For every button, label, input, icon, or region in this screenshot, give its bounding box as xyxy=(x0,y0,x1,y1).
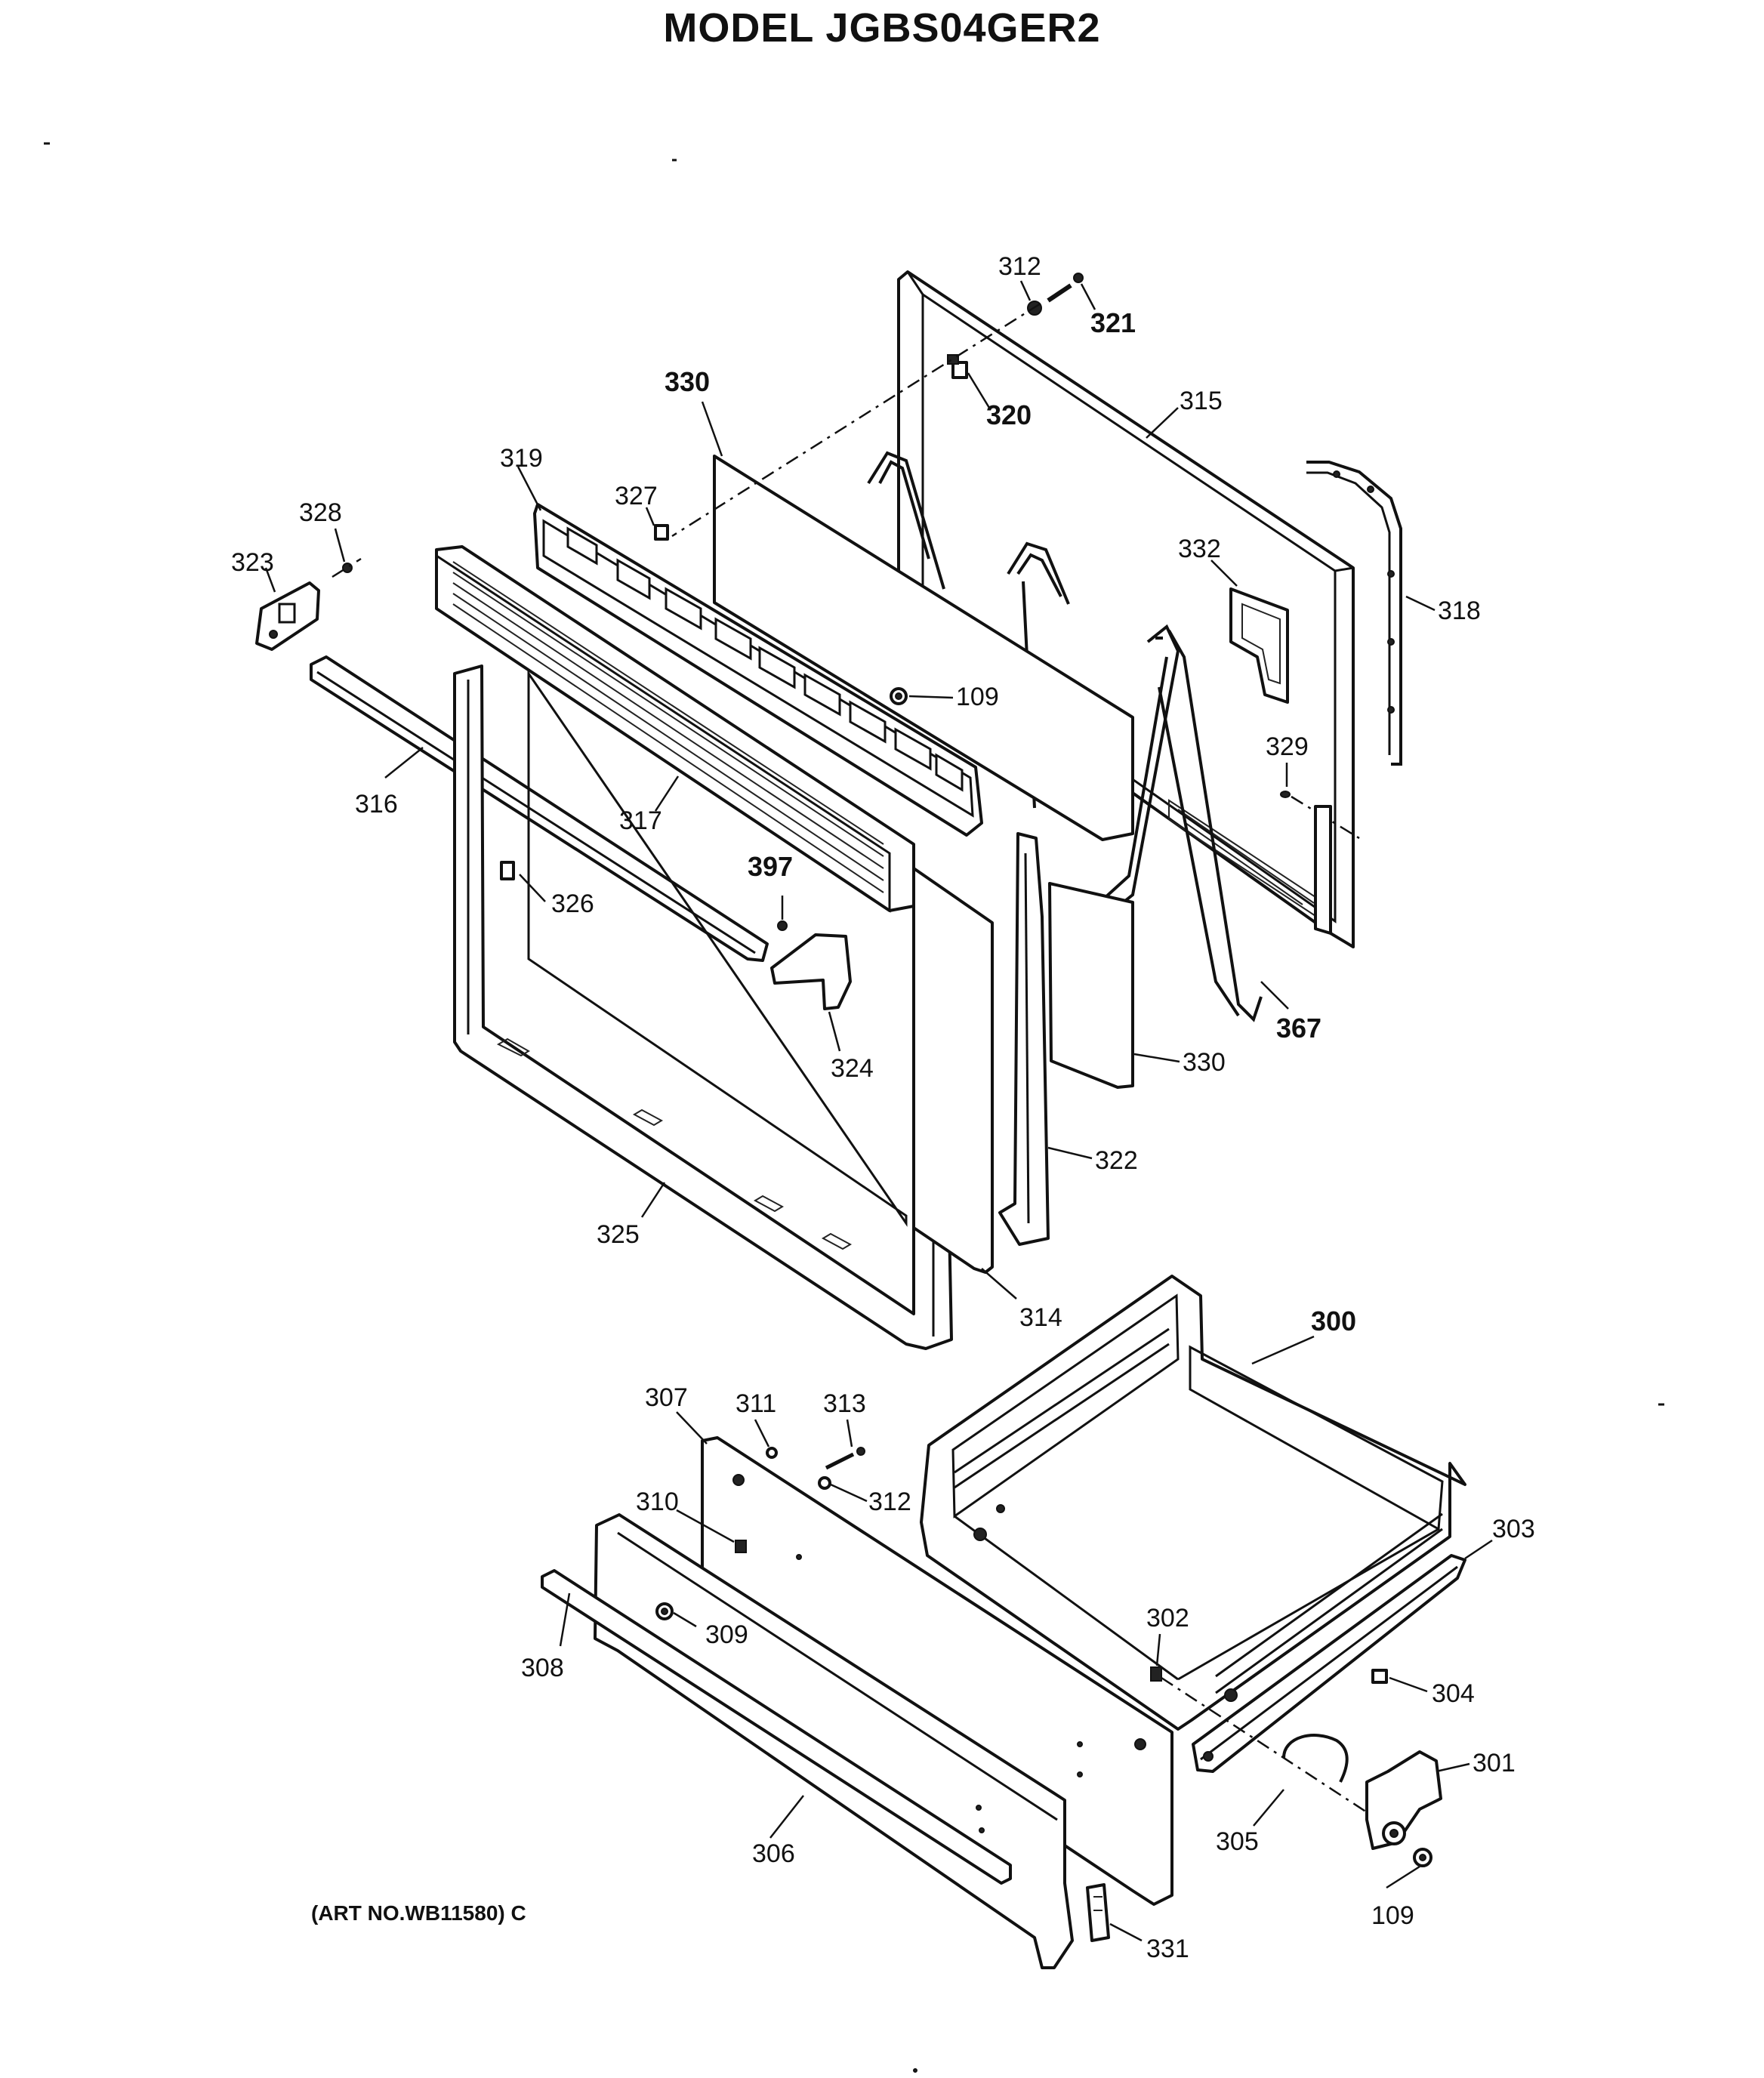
part-305-clip-ring xyxy=(1282,1734,1349,1783)
callout-324: 324 xyxy=(831,1054,874,1083)
part-313-screw xyxy=(825,1447,865,1470)
leader-lines xyxy=(264,280,1493,1942)
callout-labels: 312 321 320 330 315 318 319 327 328 323 … xyxy=(231,252,1535,1963)
callout-304: 304 xyxy=(1432,1679,1475,1708)
part-302-bolt xyxy=(1150,1666,1368,1814)
callout-322: 322 xyxy=(1095,1146,1138,1175)
part-329-screw xyxy=(1280,791,1360,935)
part-301-roller-bracket xyxy=(1365,1750,1442,1850)
callout-306: 306 xyxy=(752,1839,795,1868)
callout-316: 316 xyxy=(355,790,398,819)
callout-305: 305 xyxy=(1216,1827,1259,1856)
part-306-drawer-front xyxy=(594,1513,1074,1969)
callout-397: 397 xyxy=(748,851,793,882)
callout-309: 309 xyxy=(705,1620,748,1649)
part-326-clip xyxy=(500,861,515,880)
callout-311: 311 xyxy=(736,1389,776,1418)
part-327-clip xyxy=(654,524,669,541)
part-321-screw-top xyxy=(1047,273,1084,303)
callout-323: 323 xyxy=(231,548,274,577)
part-320-bracket xyxy=(947,354,968,379)
part-318-gasket xyxy=(1306,461,1402,766)
callout-321: 321 xyxy=(1090,307,1136,338)
callout-329: 329 xyxy=(1266,732,1309,761)
part-328-screw xyxy=(332,557,362,578)
part-109-nut-lower xyxy=(1413,1848,1432,1867)
callout-300: 300 xyxy=(1311,1306,1356,1337)
part-332-bracket xyxy=(1229,587,1289,704)
callout-367: 367 xyxy=(1276,1013,1321,1044)
part-109-nut-upper xyxy=(890,687,908,705)
callout-319: 319 xyxy=(500,444,543,473)
part-303-slide-rail xyxy=(1192,1554,1466,1773)
callout-330-upper: 330 xyxy=(665,366,710,397)
callout-332: 332 xyxy=(1178,535,1221,563)
scan-specks xyxy=(44,142,1664,2073)
part-397-screw xyxy=(777,920,788,931)
part-304-glide xyxy=(1371,1669,1388,1684)
callout-331: 331 xyxy=(1146,1935,1189,1963)
callout-109-upper: 109 xyxy=(956,683,999,711)
callout-302: 302 xyxy=(1146,1604,1189,1632)
callout-315: 315 xyxy=(1180,387,1223,415)
diagram-title: MODEL JGBS04GER2 xyxy=(663,5,1101,51)
callout-327: 327 xyxy=(615,482,658,510)
part-312-nut-lower xyxy=(818,1476,831,1490)
callout-330-lower: 330 xyxy=(1183,1048,1226,1077)
part-316-handle xyxy=(310,655,769,962)
part-314-inner-glass xyxy=(912,867,994,1274)
callout-308: 308 xyxy=(521,1654,564,1682)
part-310-clip xyxy=(735,1540,747,1553)
callout-318: 318 xyxy=(1438,597,1481,625)
part-309-screw xyxy=(655,1602,674,1620)
callout-312-lower: 312 xyxy=(868,1488,911,1516)
part-330-glass-upper xyxy=(713,455,1134,841)
part-311-screw xyxy=(766,1447,778,1459)
callout-317: 317 xyxy=(619,806,662,835)
callout-310: 310 xyxy=(636,1488,679,1516)
part-331-bracket xyxy=(1086,1883,1110,1942)
part-319-inner-frame xyxy=(533,503,983,837)
callout-303: 303 xyxy=(1492,1515,1535,1543)
art-number: (ART NO.WB11580) C xyxy=(311,1901,526,1925)
callout-307: 307 xyxy=(645,1383,688,1412)
part-330-glass-lower xyxy=(1048,882,1134,1089)
part-322-side-channel xyxy=(998,832,1050,1246)
callout-301: 301 xyxy=(1473,1749,1516,1777)
callout-326: 326 xyxy=(551,889,594,918)
part-323-hinge-bracket xyxy=(255,581,320,651)
part-300-drawer-body xyxy=(920,1275,1466,1731)
callout-325: 325 xyxy=(597,1220,640,1249)
part-324-bracket xyxy=(770,933,852,1010)
callout-328: 328 xyxy=(299,498,342,527)
callout-314: 314 xyxy=(1019,1303,1062,1332)
callout-109-lower: 109 xyxy=(1371,1901,1414,1930)
part-308-handle-trim xyxy=(541,1569,1012,1885)
callout-312-top: 312 xyxy=(998,252,1041,281)
callout-320: 320 xyxy=(986,399,1032,430)
callout-313: 313 xyxy=(823,1389,866,1418)
